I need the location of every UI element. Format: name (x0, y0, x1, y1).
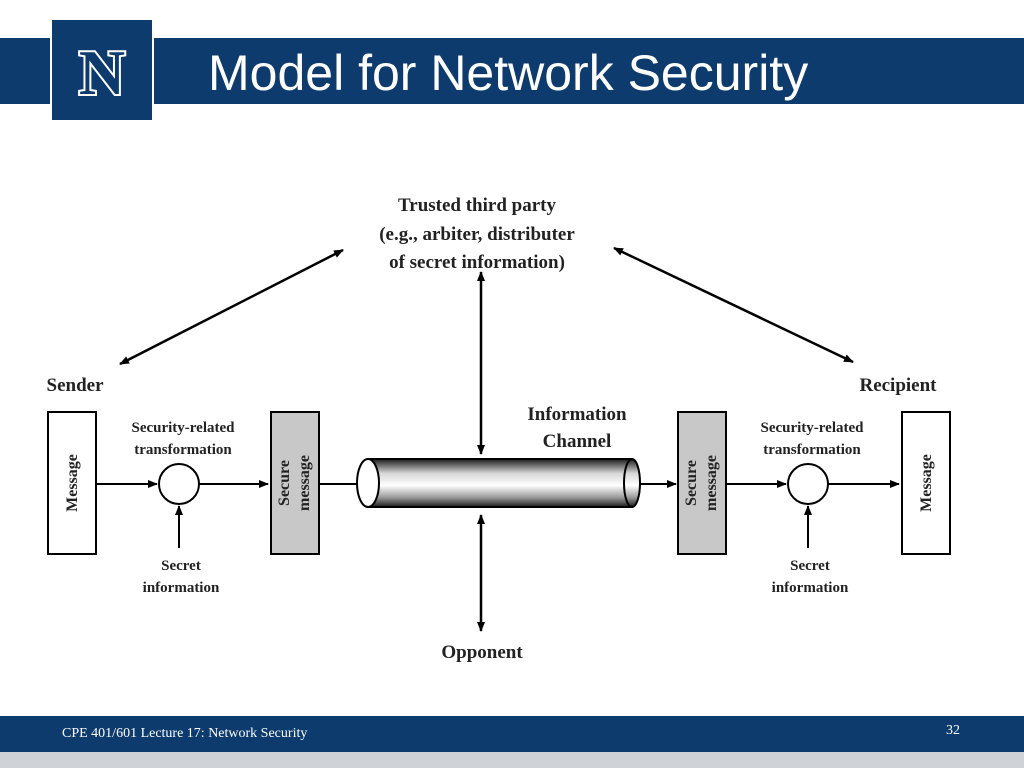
channel-label-line-1: Information (527, 404, 627, 425)
sender-secure-label-2: message (296, 455, 313, 511)
recipient-transform-line-2: transformation (763, 442, 861, 458)
sender-secret-line-2: information (143, 580, 220, 596)
trusted-party-line-1: Trusted third party (398, 195, 556, 216)
recipient-transform-line-1: Security-related (760, 420, 864, 436)
title-bar (0, 38, 1024, 104)
recipient-message-box (901, 411, 951, 555)
recipient-secure-label-2: message (703, 455, 720, 511)
svg-text:N: N (79, 37, 125, 108)
trusted-party-line-3: of secret information) (389, 252, 565, 273)
bottom-strip (0, 752, 1024, 768)
recipient-message-label: Message (918, 454, 935, 512)
information-channel-pipe (356, 458, 641, 508)
sender-secret-line-1: Secret (161, 558, 201, 574)
page-number: 32 (946, 723, 960, 738)
footer-bar (0, 716, 1024, 752)
sender-transformation-node (158, 463, 200, 505)
sender-trust-arrow (119, 248, 344, 366)
opponent-label: Opponent (441, 642, 523, 663)
sender-secure-message-box (270, 411, 320, 555)
recipient-secret-line-2: information (772, 580, 849, 596)
recipient-secure-message-box (677, 411, 727, 555)
recipient-trust-arrow (613, 246, 854, 364)
recipient-transformation-node (787, 463, 829, 505)
sender-secure-label-1: Secure (276, 460, 293, 506)
sender-transform-line-2: transformation (134, 442, 232, 458)
trusted-party-line-2: (e.g., arbiter, distributer (379, 224, 575, 245)
footer-text: CPE 401/601 Lecture 17: Network Security (62, 726, 308, 741)
recipient-secure-label-1: Secure (683, 460, 700, 506)
recipient-secret-line-1: Secret (790, 558, 830, 574)
recipient-label: Recipient (859, 375, 937, 396)
sender-label: Sender (47, 375, 105, 396)
n-logo-icon: N (77, 35, 127, 110)
channel-label-line-2: Channel (543, 431, 612, 452)
network-security-diagram: Trusted third party (e.g., arbiter, dist… (47, 195, 951, 663)
university-logo: N (50, 18, 154, 122)
sender-transform-line-1: Security-related (131, 420, 235, 436)
sender-message-label: Message (64, 454, 81, 512)
slide-title: Model for Network Security (208, 45, 809, 101)
sender-message-box (47, 411, 97, 555)
